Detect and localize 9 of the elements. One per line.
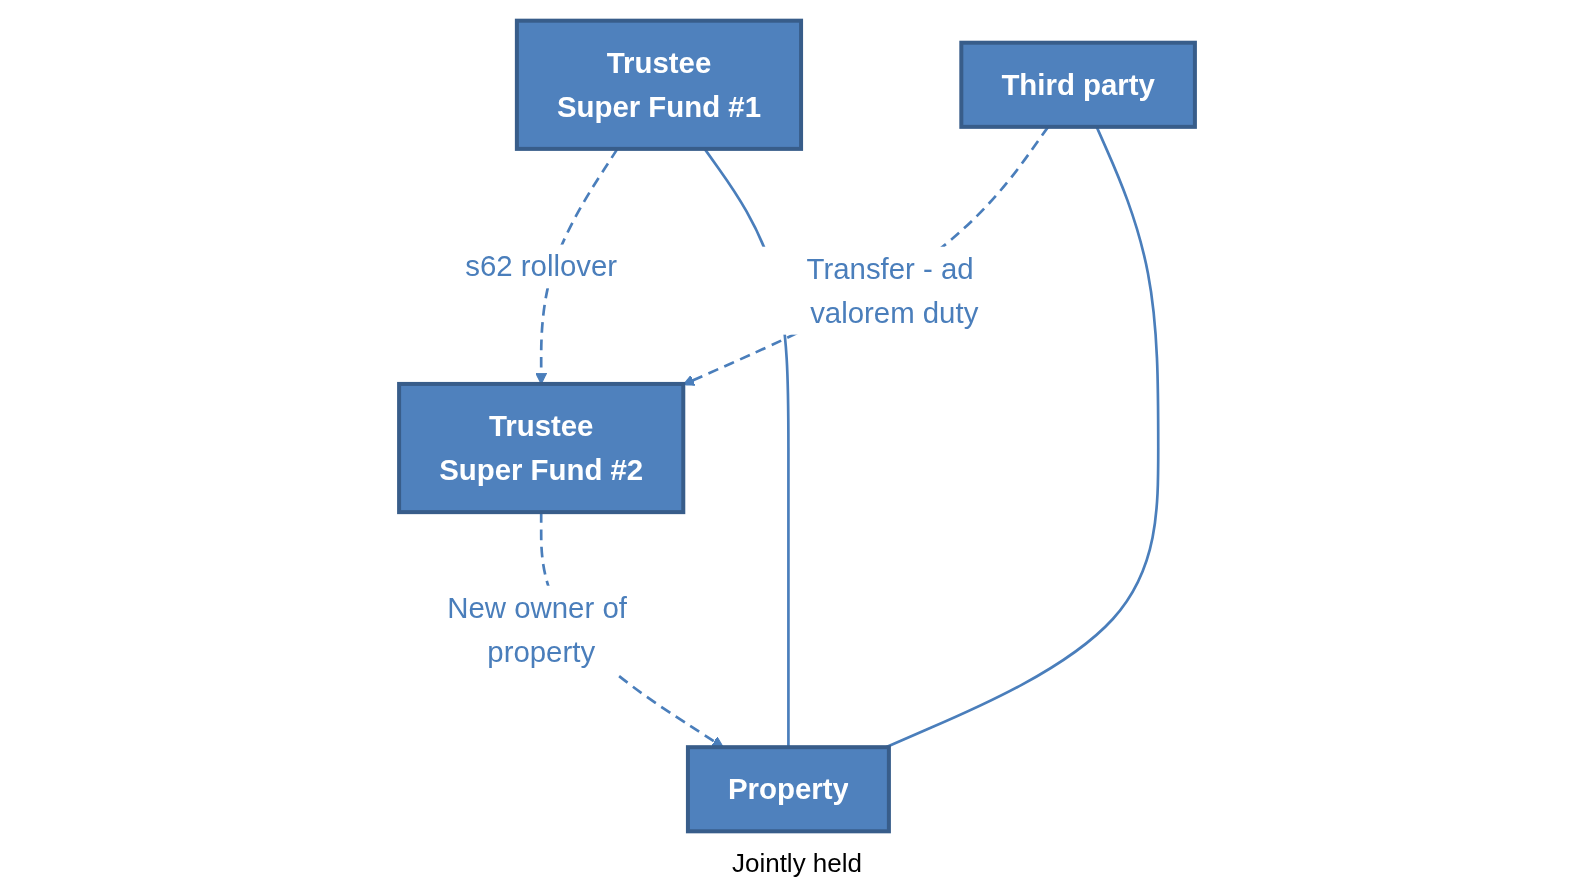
node-box	[685, 745, 891, 834]
node-box	[959, 40, 1197, 129]
node-box	[514, 18, 804, 151]
node-box	[397, 381, 686, 515]
note-text: Jointly held	[731, 848, 863, 879]
edge-label: New owner of property	[447, 590, 627, 669]
flow-diagram: Trustee Super Fund #1 Third party Trustee Super Fund #2 Property s62 rollover Transfer - ad valorem duty New owner of property	[10, 10, 1584, 842]
edge-label: Transfer - ad valorem duty	[806, 251, 979, 330]
edge-label: s62 rollover	[465, 249, 618, 284]
